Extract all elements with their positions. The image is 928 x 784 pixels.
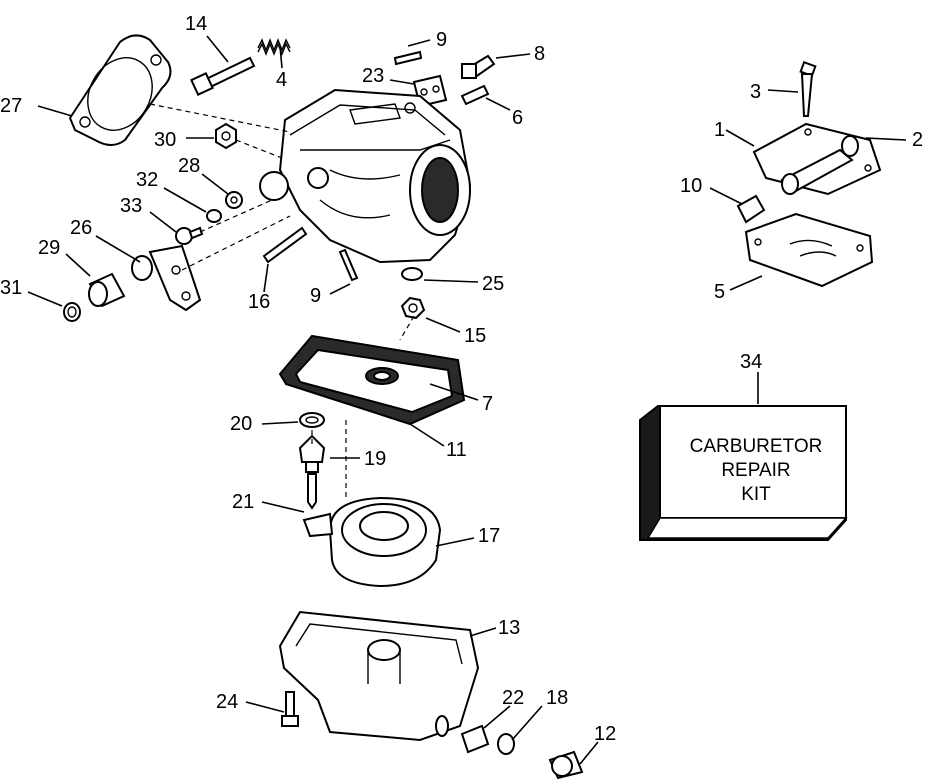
label-30: 30	[154, 129, 176, 151]
part-12-plug	[548, 750, 584, 780]
part-32-washer	[206, 209, 222, 223]
label-1: 1	[714, 119, 725, 141]
part-25-o-ring	[401, 267, 423, 281]
label-28: 28	[178, 155, 200, 177]
part-28-star-washer	[225, 191, 243, 209]
label-20: 20	[230, 413, 252, 435]
label-24: 24	[216, 691, 238, 713]
label-12: 12	[594, 723, 616, 745]
part-22-jet	[460, 724, 490, 754]
label-21: 21	[232, 491, 254, 513]
label-3: 3	[750, 81, 761, 103]
label-26: 26	[70, 217, 92, 239]
label-23: 23	[362, 65, 384, 87]
part-34-repair-kit-box	[639, 405, 848, 541]
part-10-check-valve	[736, 194, 766, 224]
label-22: 22	[502, 687, 524, 709]
part-26-lever	[131, 244, 202, 312]
label-33: 33	[120, 195, 142, 217]
label-17: 17	[478, 525, 500, 547]
label-8: 8	[534, 43, 545, 65]
repair-kit-label: CARBURETOR REPAIR KIT	[690, 436, 823, 505]
label-2: 2	[912, 129, 923, 151]
part-9-pin-lower	[338, 248, 359, 282]
label-16: 16	[248, 291, 270, 313]
part-5-diaphragm	[744, 212, 874, 288]
part-33-screw	[175, 226, 204, 245]
part-6-needle	[460, 84, 490, 106]
label-25: 25	[482, 273, 504, 295]
part-14-screw	[190, 56, 256, 96]
part-19-needle-seat	[298, 434, 326, 473]
kit-line-3: KIT	[741, 484, 771, 505]
label-34: 34	[740, 351, 762, 373]
part-27-flange-gasket	[68, 34, 172, 146]
label-14: 14	[185, 13, 207, 35]
assembly-lines	[149, 103, 415, 500]
label-9-top: 9	[436, 29, 447, 51]
part-17-float	[302, 496, 442, 588]
label-18: 18	[546, 687, 568, 709]
part-30-nut	[215, 122, 237, 150]
label-31: 31	[0, 277, 22, 299]
label-4: 4	[276, 69, 287, 91]
part-16-pin	[262, 226, 308, 264]
part-21-needle	[307, 473, 317, 510]
part-29-roller	[88, 272, 126, 308]
label-9-lower: 9	[310, 285, 321, 307]
label-6: 6	[512, 107, 523, 129]
part-11-gasket	[278, 334, 466, 426]
part-9-pin-top	[393, 50, 423, 66]
kit-line-2: REPAIR	[721, 460, 790, 481]
label-27: 27	[0, 95, 22, 117]
kit-line-1: CARBURETOR	[690, 436, 823, 457]
part-24-screw	[281, 691, 299, 727]
label-29: 29	[38, 237, 60, 259]
part-1-pump-cover	[752, 122, 882, 196]
part-8-fitting	[461, 54, 496, 80]
part-13-float-bowl	[278, 610, 480, 742]
part-18-washer	[497, 733, 515, 755]
label-11: 11	[446, 439, 467, 461]
label-19: 19	[364, 448, 386, 470]
part-15-fitting	[400, 296, 426, 320]
label-5: 5	[714, 281, 725, 303]
carburetor-body	[259, 88, 472, 264]
label-13: 13	[498, 617, 520, 639]
label-10: 10	[680, 175, 702, 197]
part-number-labels: 14 4 9 8 23 6 27 30 28 32 33 26 29 31 16…	[0, 13, 923, 745]
label-32: 32	[136, 169, 158, 191]
part-31-ring	[63, 302, 81, 322]
part-20-washer	[299, 412, 325, 428]
leader-lines	[27, 35, 907, 765]
label-7: 7	[482, 393, 493, 415]
part-4-spring	[257, 38, 291, 56]
label-15: 15	[464, 325, 486, 347]
part-3-screw	[799, 60, 817, 117]
